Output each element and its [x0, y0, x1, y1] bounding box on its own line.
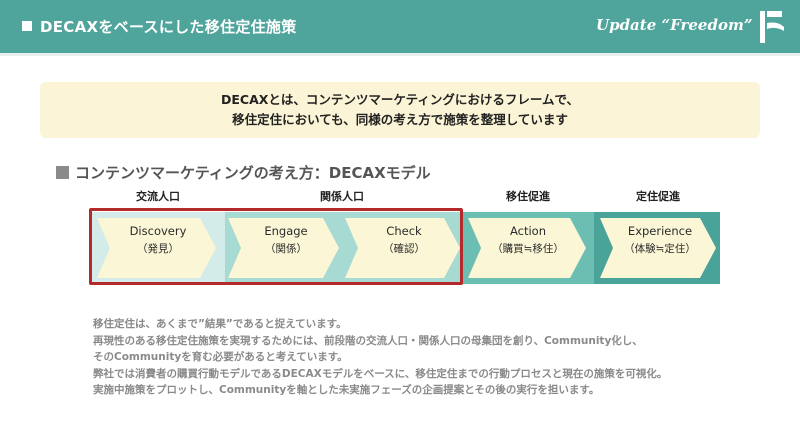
- step-experience-sub: （体験≒定住）: [624, 243, 696, 255]
- highlight-box: [89, 208, 463, 285]
- header-bar: DECAXをベースにした移住定住施策 Update “Freedom”: [0, 0, 800, 56]
- step-engage-label: Engage: [264, 224, 308, 238]
- step-check: Check （確認）: [358, 222, 450, 278]
- slide-title-text: DECAXをベースにした移住定住施策: [40, 18, 297, 36]
- slide-title: DECAXをベースにした移住定住施策: [22, 16, 297, 37]
- step-engage-sub: （関係）: [265, 243, 307, 255]
- stage-label-settlement: 定住促進: [636, 190, 680, 203]
- intro-line-1: DECAXとは、コンテンツマーケティングにおけるフレームで、: [220, 92, 580, 107]
- stage-label-relationship: 関係人口: [320, 190, 364, 203]
- note-line-1: 移住定住は、あくまで”結果”であると捉えています。: [93, 318, 347, 330]
- note-line-3: そのCommunityを育む必要があると考えています。: [93, 351, 348, 363]
- note-line-2: 再現性のある移住定住施策を実現するためには、前段階の交流人口・関係人口の母集団を…: [93, 334, 643, 347]
- tagline: Update “Freedom”: [596, 16, 753, 34]
- step-check-sub: （確認）: [383, 243, 425, 255]
- stage-label-migration: 移住促進: [506, 190, 550, 203]
- step-action-label: Action: [509, 224, 547, 238]
- step-engage: Engage （関係）: [241, 222, 331, 278]
- step-check-label: Check: [386, 224, 422, 238]
- section-title: コンテンツマーケティングの考え方：DECAXモデル: [75, 164, 431, 182]
- step-discovery-label: Discovery: [129, 224, 187, 238]
- step-experience-label: Experience: [627, 224, 693, 238]
- step-action: Action （購買≒移住）: [476, 222, 580, 278]
- intro-box: DECAXとは、コンテンツマーケティングにおけるフレームで、 移住定住においても…: [40, 82, 760, 138]
- step-action-sub: （購買≒移住）: [492, 243, 564, 255]
- brand-logo-icon: [760, 11, 784, 43]
- step-discovery-sub: （発見）: [137, 243, 179, 255]
- stage-label-interaction: 交流人口: [136, 190, 180, 203]
- title-square-icon: [22, 21, 32, 31]
- section-heading: コンテンツマーケティングの考え方：DECAXモデル: [56, 162, 431, 183]
- intro-line-2: 移住定住においても、同様の考え方で施策を整理しています: [232, 112, 568, 127]
- step-discovery: Discovery （発見）: [112, 222, 204, 278]
- note-line-5: 実施中施策をプロットし、Communityを軸とした未実施フェーズの企画提案とそ…: [93, 384, 600, 396]
- step-experience: Experience （体験≒定住）: [608, 222, 712, 278]
- notes-block: 移住定住は、あくまで”結果”であると捉えています。 再現性のある移住定住施策を実…: [93, 316, 667, 399]
- section-square-icon: [56, 166, 69, 179]
- note-line-4: 弊社では消費者の購買行動モデルであるDECAXモデルをベースに、移住定住までの行…: [93, 367, 668, 380]
